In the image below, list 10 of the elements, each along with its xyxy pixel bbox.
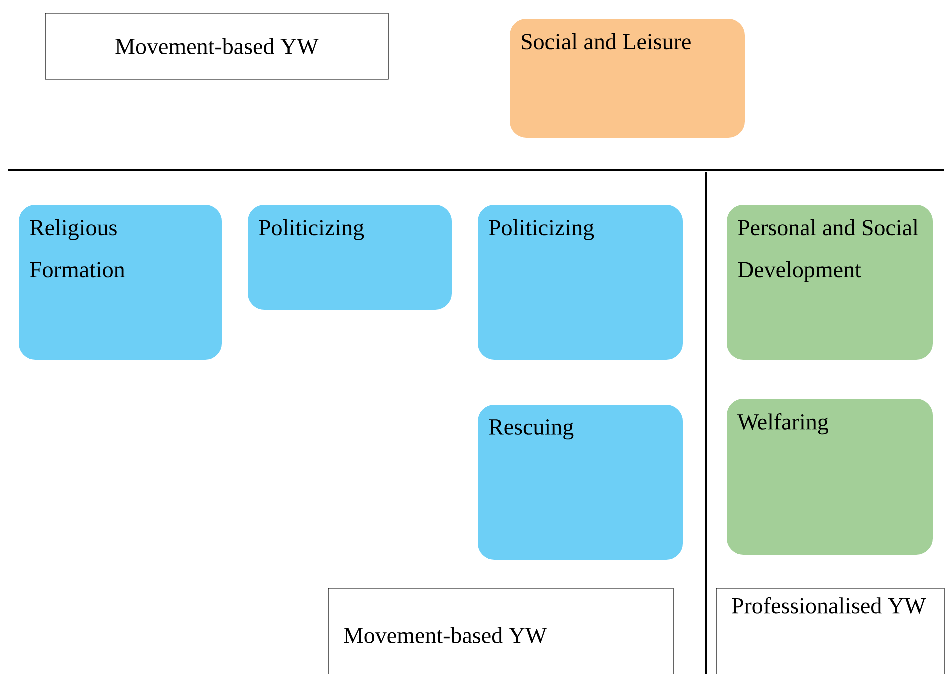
category-box: Politicizing bbox=[471, 198, 690, 367]
category-box: Rescuing bbox=[471, 398, 690, 567]
category-box: Welfaring bbox=[720, 392, 940, 562]
label-box: Movement-based YW bbox=[328, 588, 674, 674]
label-box: Professionalised YW bbox=[716, 588, 945, 674]
category-box: Personal and Social Development bbox=[720, 198, 940, 367]
category-box: Religious Formation bbox=[12, 198, 229, 367]
category-box: Politicizing bbox=[241, 198, 459, 317]
label-box: Movement-based YW bbox=[45, 13, 389, 80]
category-box: Social and Leisure bbox=[503, 12, 752, 145]
